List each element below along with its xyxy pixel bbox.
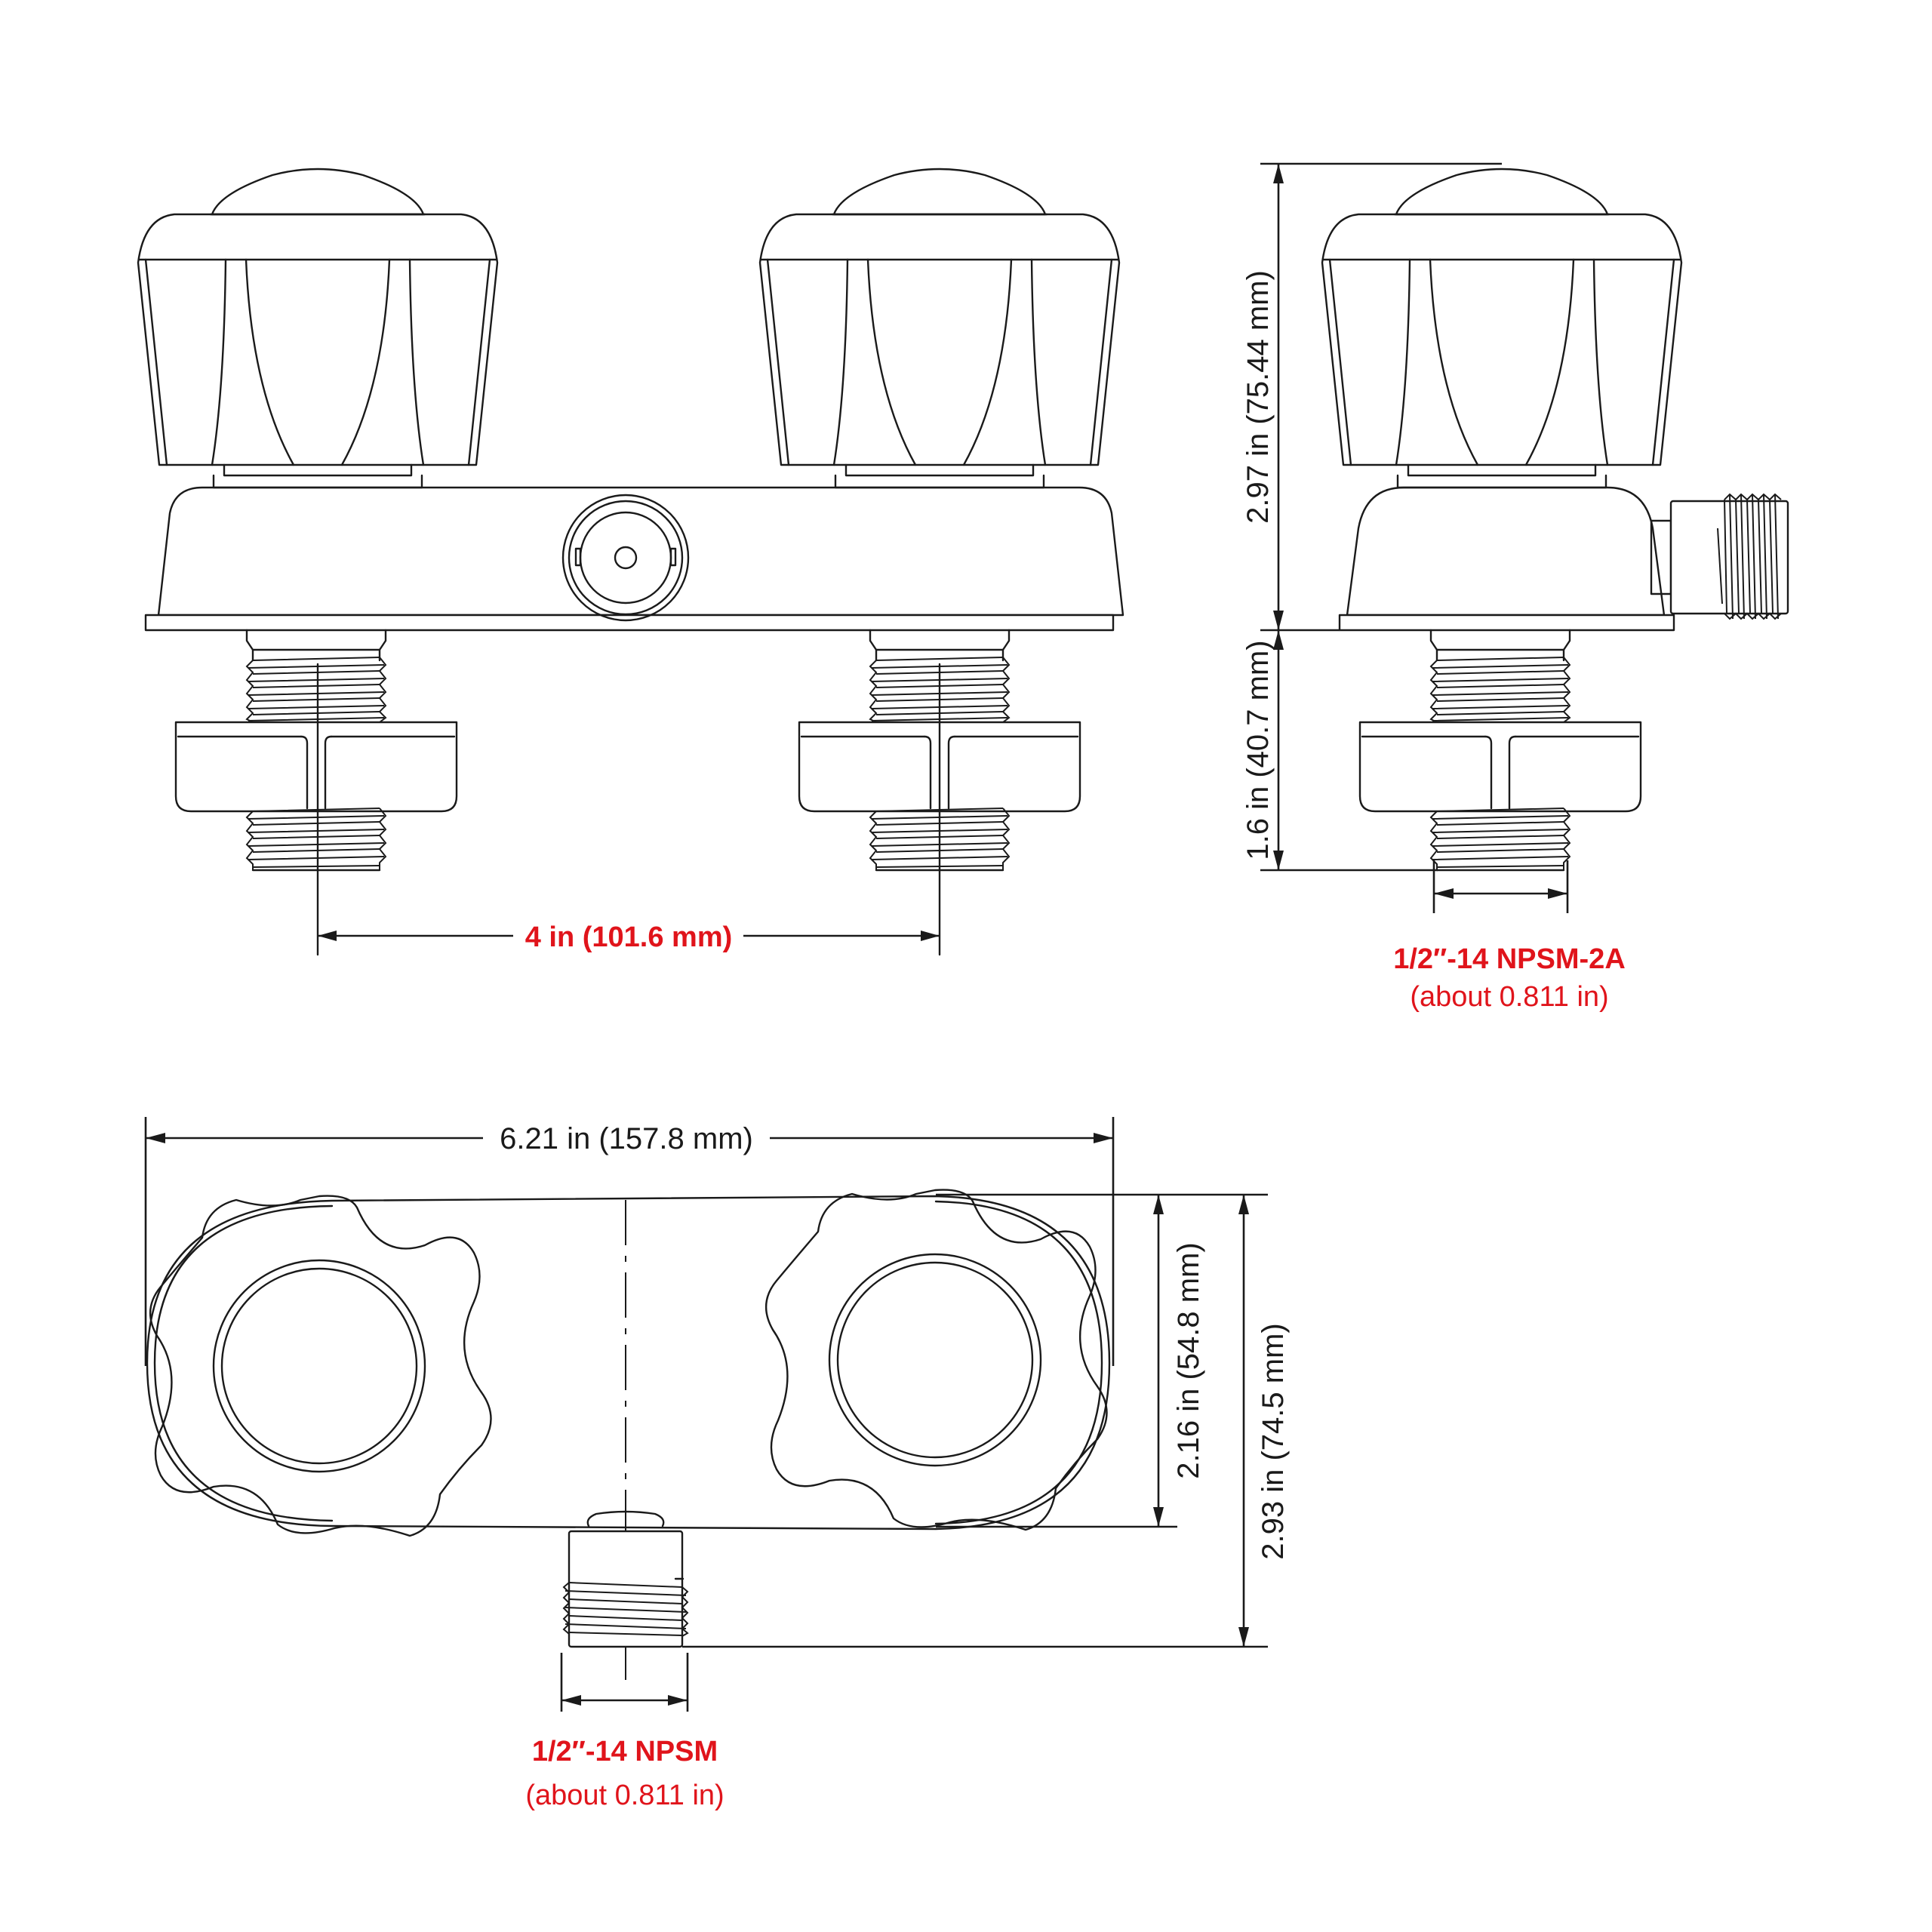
front-base-body (157, 486, 1124, 617)
side-inlet-fitting (1650, 493, 1789, 620)
front-view: 4 in (101.6 mm) (137, 168, 1124, 956)
side-shank-dimension: 1.6 in (40.7 mm) (1241, 640, 1275, 860)
front-inlet-port (561, 494, 690, 622)
top-outlet-thread-diameter: (about 0.811 in) (525, 1780, 724, 1811)
top-overall-depth-dimension: 2.93 in (74.5 mm) (1257, 1323, 1290, 1559)
top-body-outline (146, 1195, 1111, 1531)
side-height-dimension: 2.97 in (75.44 mm) (1241, 270, 1275, 524)
side-view: 2.97 in (75.44 mm) 1.6 in (40.7 mm) 1/2″… (1241, 162, 1789, 1013)
side-shank (1358, 629, 1642, 872)
side-thread-diameter: (about 0.811 in) (1410, 981, 1608, 1013)
front-left-knob (137, 168, 499, 489)
top-outlet-thread-spec: 1/2″-14 NPSM (532, 1736, 718, 1767)
top-body-depth-dimension: 2.16 in (54.8 mm) (1172, 1242, 1205, 1478)
front-base-plate (144, 614, 1115, 632)
front-right-knob (758, 168, 1121, 489)
top-outlet-fitting (562, 1510, 689, 1648)
top-width-dimension: 6.21 in (157.8 mm) (500, 1122, 753, 1155)
side-knob (1321, 168, 1683, 489)
top-left-knob (149, 1195, 492, 1537)
front-spacing-dimension: 4 in (101.6 mm) (525, 921, 733, 953)
top-view: 6.21 in (157.8 mm) 2.16 in (54.8 mm) 2.9… (144, 1117, 1290, 1811)
side-thread-spec: 1/2″-14 NPSM-2A (1393, 943, 1626, 975)
side-base-plate (1338, 614, 1675, 632)
front-left-shank (174, 629, 458, 872)
side-base-body (1346, 486, 1666, 617)
top-right-knob (764, 1189, 1108, 1531)
